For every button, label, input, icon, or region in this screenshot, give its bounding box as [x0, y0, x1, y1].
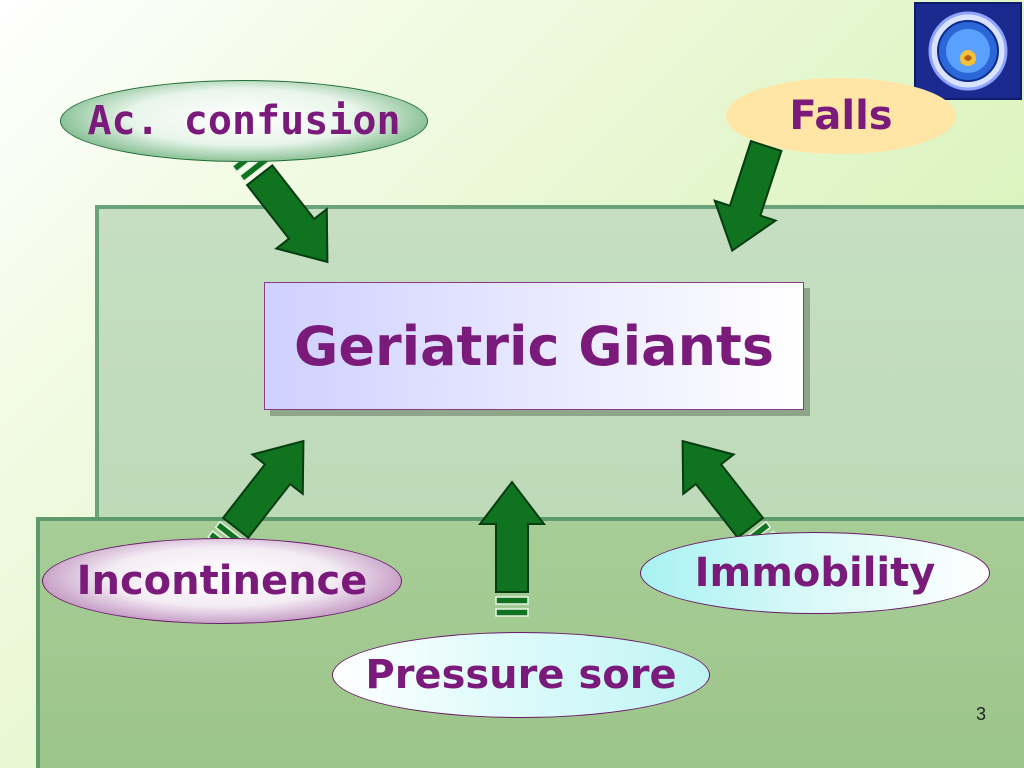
cause-oval-incontinence: Incontinence	[42, 538, 402, 624]
cause-label-acute-confusion: Ac. confusion	[87, 98, 401, 144]
cause-oval-immobility: Immobility	[640, 532, 990, 614]
cause-oval-falls: Falls	[726, 78, 956, 154]
seal-emblem-icon	[928, 11, 1008, 91]
cause-oval-pressure-sore: Pressure sore	[332, 632, 710, 718]
cause-label-immobility: Immobility	[694, 550, 936, 596]
cause-label-pressure-sore: Pressure sore	[365, 652, 677, 698]
central-concept-title: Geriatric Giants	[294, 314, 774, 378]
university-logo-seal	[914, 2, 1022, 100]
central-concept-box: Geriatric Giants	[264, 282, 804, 410]
cause-label-incontinence: Incontinence	[76, 558, 368, 604]
arrow-from-pressure-sore	[479, 481, 545, 617]
cause-oval-acute-confusion: Ac. confusion	[60, 80, 428, 162]
cause-label-falls: Falls	[789, 93, 893, 139]
slide-page-number: 3	[975, 704, 986, 724]
